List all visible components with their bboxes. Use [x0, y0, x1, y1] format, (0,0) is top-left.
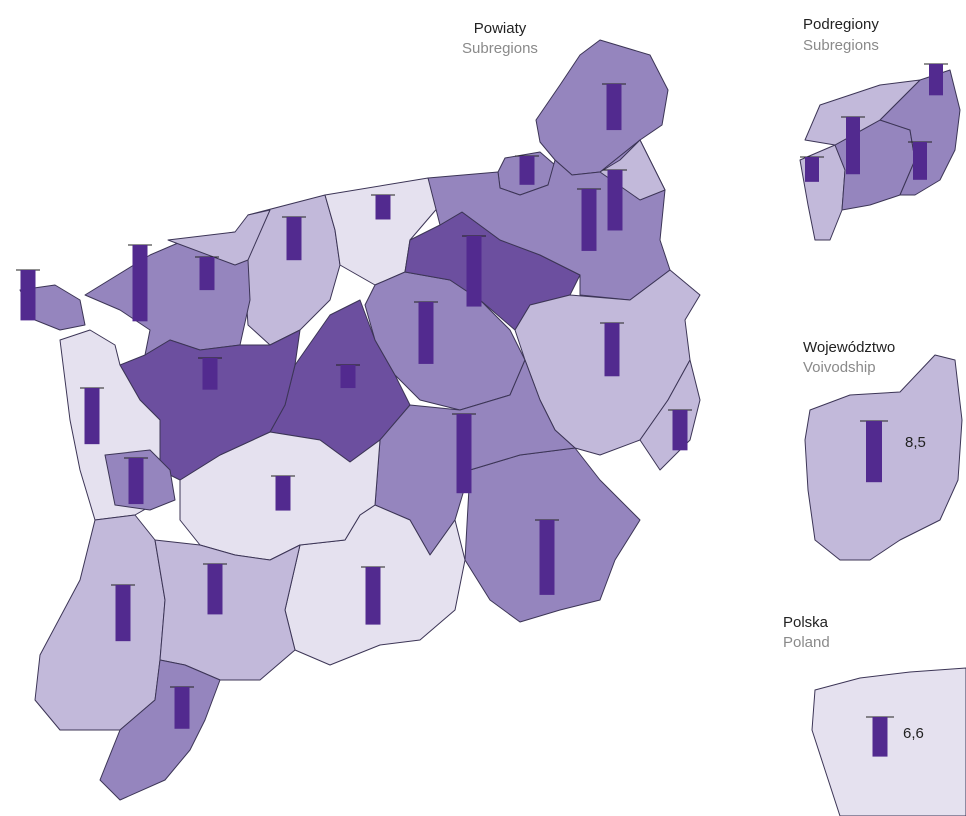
powiat-24-bar — [672, 410, 688, 451]
powiat-19-bar — [207, 564, 223, 615]
wojewodztwo-title: Województwo — [803, 339, 895, 356]
subregion-szczecin-city[interactable] — [804, 79, 921, 146]
wojewodztwo-shape[interactable] — [804, 354, 963, 561]
podregion-4-bar — [913, 142, 927, 180]
polska-shape[interactable] — [811, 667, 966, 816]
polska-subtitle: Poland — [783, 634, 830, 651]
wojewodztwo-value-label: 8,5 — [905, 434, 926, 451]
powiat-20-bar — [174, 687, 190, 729]
wojewodztwo-subtitle: Voivodship — [803, 359, 876, 376]
polska-title: Polska — [783, 614, 829, 631]
region-koszalin[interactable] — [535, 39, 669, 176]
podregiony-subtitle: Subregions — [803, 37, 879, 54]
podregiony-panel: Podregiony Subregions — [799, 16, 961, 241]
region-sianow[interactable] — [599, 139, 666, 201]
powiat-1-bar — [606, 84, 622, 131]
polska-value-label: 6,6 — [903, 725, 924, 742]
podregiony-bars — [800, 63, 948, 182]
powiat-21-bar — [20, 270, 36, 321]
powiat-8-bar — [466, 236, 482, 307]
powiat-6-bar — [340, 365, 356, 389]
wojewodztwo-bar — [866, 421, 882, 483]
podregiony-regions — [799, 69, 961, 241]
powiat-23-bar — [607, 170, 623, 231]
powiat-12-bar — [456, 414, 472, 494]
podregion-3-bar — [929, 64, 943, 96]
polska-bar — [866, 716, 894, 757]
wojewodztwo-bar — [860, 420, 888, 483]
powiaty-title: Powiaty — [474, 20, 527, 37]
podregiony-title: Podregiony — [803, 16, 879, 33]
powiat-10-bar — [604, 323, 620, 377]
powiaty-regions — [19, 39, 701, 801]
powiat-7-bar — [418, 302, 434, 364]
podregion-1-bar — [805, 157, 819, 182]
powiat-15-bar — [202, 358, 218, 390]
region-south-west[interactable] — [99, 659, 221, 801]
powiat-3-bar — [286, 217, 302, 261]
powiat-17-bar — [128, 458, 144, 505]
powiat-2-bar — [519, 156, 535, 185]
powiat-22-bar — [132, 245, 148, 322]
region-mysliborz[interactable] — [154, 539, 301, 681]
powiaty-map: Powiaty Subregions — [16, 20, 701, 801]
powiaty-subtitle: Subregions — [462, 40, 538, 57]
polska-bar — [872, 717, 888, 757]
powiaty-bars — [16, 83, 692, 729]
powiat-13-bar — [365, 567, 381, 625]
powiat-11-bar — [539, 520, 555, 595]
powiat-18-bar — [115, 585, 131, 642]
powiat-14-bar — [275, 476, 291, 511]
region-gryfino[interactable] — [34, 514, 166, 731]
powiat-4-bar — [375, 195, 391, 220]
powiat-16-bar — [84, 388, 100, 445]
podregion-2-bar — [846, 117, 860, 175]
wojewodztwo-panel: Województwo Voivodship 8,5 — [803, 339, 963, 561]
polska-panel: Polska Poland 6,6 — [783, 614, 966, 816]
powiat-5-bar — [199, 257, 215, 291]
region-darlowo[interactable] — [167, 209, 271, 266]
powiat-9-bar — [581, 189, 597, 251]
